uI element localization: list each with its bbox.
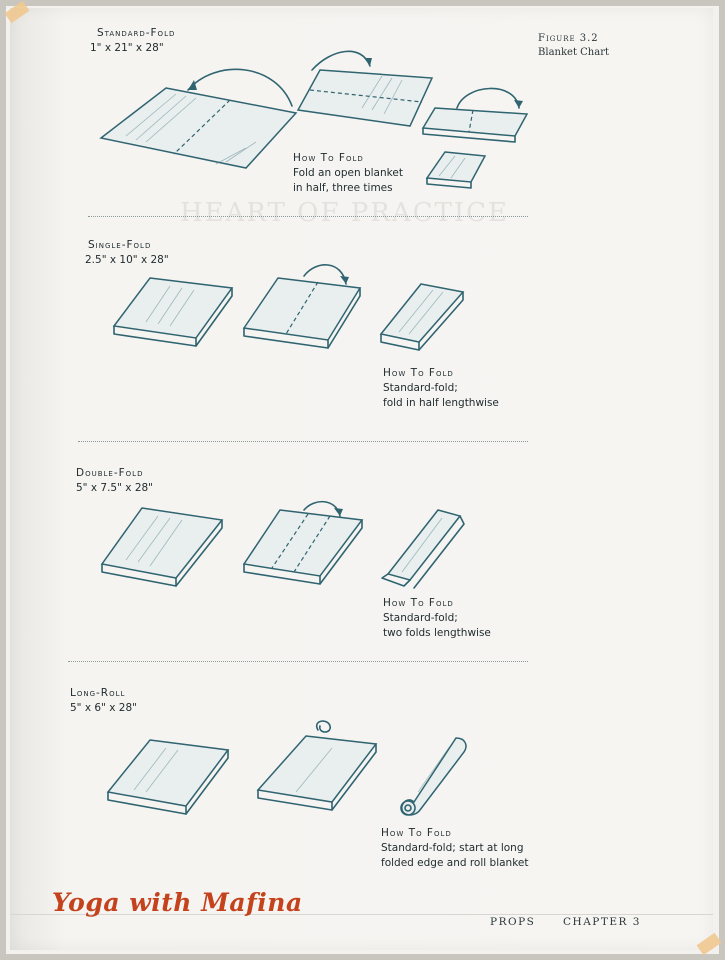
book-page: HEART OF PRACTICE Figure 3.2 Blanket Cha… [10,8,713,950]
how-to-fold-single: How To Fold Standard-fold; fold in half … [383,366,499,411]
standard-fold-half-illustration [296,50,434,127]
watermark-text: Yoga with Mafina [52,888,303,917]
figure-label: Figure 3.2 [538,33,599,44]
double-fold-final-illustration [381,509,465,589]
footer-rule [10,914,713,915]
how-to-fold-line-2: folded edge and roll blanket [381,857,529,869]
single-fold-stack-illustration [112,277,234,347]
section-title-single-fold: Single-Fold [88,239,152,251]
how-to-fold-standard: How To Fold Fold an open blanket in half… [293,151,403,196]
double-fold-stack-illustration [100,507,224,587]
how-to-fold-line-1: Standard-fold; start at long [381,842,524,854]
figure-caption: Figure 3.2 Blanket Chart [538,32,609,60]
section-title-double-fold: Double-Fold [76,467,144,479]
bleed-through-text: HEART OF PRACTICE [180,198,510,228]
single-fold-half-illustration [242,264,362,349]
section-divider [68,661,528,662]
how-to-fold-double: How To Fold Standard-fold; two folds len… [383,596,491,641]
section-title-standard-fold: Standard-Fold [97,27,176,39]
standard-fold-final-illustration [425,151,487,189]
how-to-fold-line-2: two folds lengthwise [383,627,491,639]
how-to-fold-heading: How To Fold [383,597,454,609]
section-dimensions-single-fold: 2.5" x 10" x 28" [85,254,169,266]
how-to-fold-line-1: Standard-fold; [383,612,458,624]
how-to-fold-heading: How To Fold [293,152,364,164]
section-dimensions-double-fold: 5" x 7.5" x 28" [76,482,154,494]
how-to-fold-heading: How To Fold [383,367,454,379]
how-to-fold-line-2: fold in half lengthwise [383,397,499,409]
how-to-fold-line-1: Fold an open blanket [293,167,403,179]
standard-fold-quarter-illustration [421,87,529,143]
section-dimensions-standard-fold: 1" x 21" x 28" [90,42,164,54]
how-to-fold-long-roll: How To Fold Standard-fold; start at long… [381,826,528,871]
section-divider [78,441,528,442]
footer-chapter-label: CHAPTER 3 [563,916,641,928]
how-to-fold-line-2: in half, three times [293,182,393,194]
single-fold-final-illustration [379,283,465,351]
section-title-long-roll: Long-Roll [70,687,126,699]
long-roll-final-illustration [400,737,467,816]
long-roll-rolling-illustration [256,720,378,811]
double-fold-folding-illustration [242,500,364,585]
long-roll-stack-illustration [106,739,230,815]
footer-section-label: PROPS [490,916,536,928]
how-to-fold-line-1: Standard-fold; [383,382,458,394]
figure-title: Blanket Chart [538,47,609,58]
section-dimensions-long-roll: 5" x 6" x 28" [70,702,137,714]
section-divider [88,216,528,217]
standard-fold-open-blanket-illustration [99,68,298,169]
how-to-fold-heading: How To Fold [381,827,452,839]
